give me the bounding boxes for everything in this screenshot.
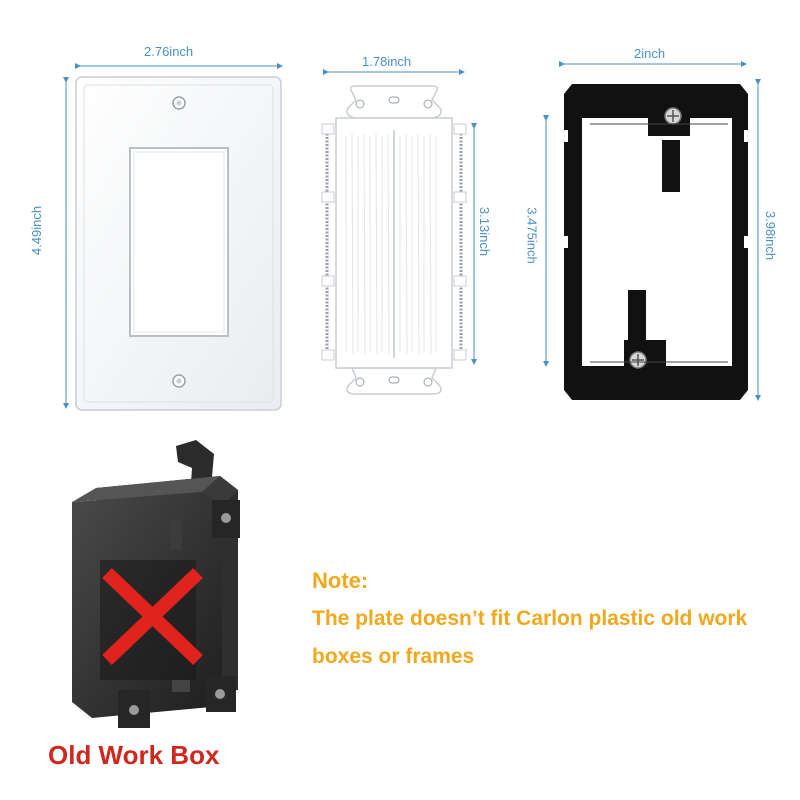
note-body: The plate doesn’t fit Carlon plastic old… bbox=[312, 607, 748, 668]
old-work-box bbox=[72, 440, 240, 728]
bracket-outer-height-label: 3.98inch bbox=[763, 210, 779, 261]
wall-plate bbox=[63, 63, 283, 411]
wallplate-width-label: 2.76inch bbox=[144, 44, 194, 59]
old-work-box-caption: Old Work Box bbox=[48, 740, 220, 770]
bracket-inner-height-label: 3.475inch bbox=[524, 207, 540, 264]
mounting-bracket bbox=[543, 61, 761, 401]
brush-insert-height-label: 3.13inch bbox=[477, 206, 493, 257]
brush-insert bbox=[321, 69, 477, 395]
brush-insert-width-label: 1.78inch bbox=[362, 54, 412, 69]
wallplate-height-label: 4.49inch bbox=[29, 205, 45, 256]
cross-icon bbox=[102, 567, 203, 666]
bracket-width-label: 2inch bbox=[634, 46, 666, 61]
note-title: Note: bbox=[312, 568, 369, 593]
